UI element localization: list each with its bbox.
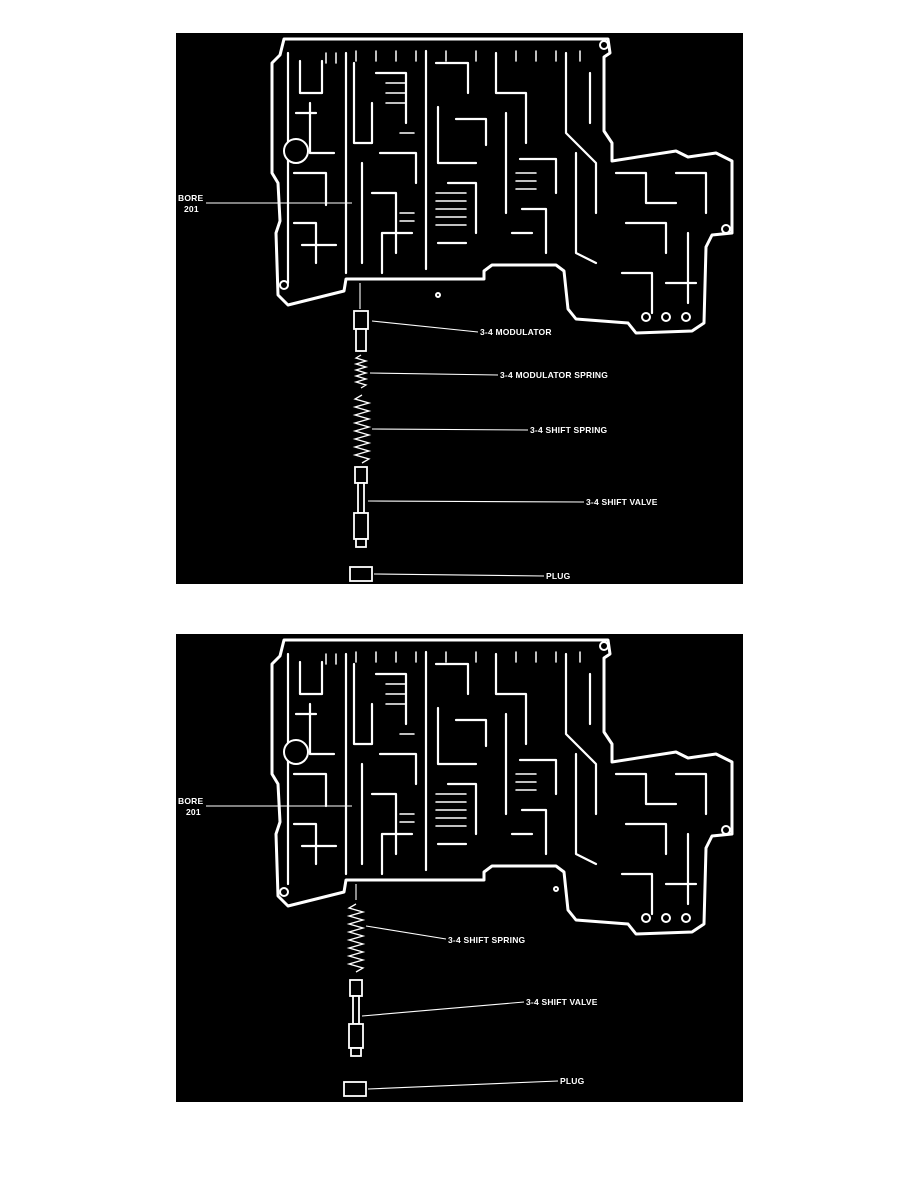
shift-valve-part [349, 979, 363, 997]
fluid-channels [286, 49, 708, 315]
shift-valve-part [350, 1047, 362, 1057]
bolt-hole [279, 887, 289, 897]
bolt-hole [681, 312, 691, 322]
plug-callout: PLUG [546, 571, 571, 581]
shift-spring-part [346, 903, 366, 973]
bolt-hole [661, 312, 671, 322]
modulator-spring-callout: 3-4 MODULATOR SPRING [500, 370, 608, 380]
callout-line [367, 1080, 559, 1090]
bolt-hole [641, 312, 651, 322]
callout-line [365, 925, 447, 940]
callout-line [373, 573, 545, 577]
shift-valve-part [353, 512, 369, 540]
bolt-hole [721, 224, 731, 234]
bolt-hole [599, 641, 609, 651]
callout-line [371, 428, 529, 431]
callout-line [369, 372, 499, 376]
bore-label-line2: 201 [186, 807, 201, 817]
bolt-hole [553, 886, 559, 892]
shift-valve-part [357, 482, 365, 514]
shift-valve-part [355, 538, 367, 548]
bolt-hole [721, 825, 731, 835]
valve-body-outline [270, 37, 734, 335]
bore-hole [283, 739, 309, 765]
callout-line [371, 320, 479, 333]
bore-hole [283, 138, 309, 164]
valve-body-outline [270, 638, 734, 936]
valve-body-diagram-2: BORE 201 3-4 SHIFT SPRING 3-4 SHIFT VALV… [176, 634, 743, 1102]
modulator-spring-part [353, 354, 369, 389]
shift-spring-part [352, 394, 372, 464]
shift-valve-part [352, 995, 360, 1025]
bolt-hole [599, 40, 609, 50]
bolt-hole [435, 292, 441, 298]
bolt-hole [279, 280, 289, 290]
valve-body-diagram-1: BORE 201 3-4 MODULATOR 3-4 MODULATOR SPR… [176, 33, 743, 584]
shift-valve-callout: 3-4 SHIFT VALVE [526, 997, 598, 1007]
shift-valve-part [354, 466, 368, 484]
bolt-hole [661, 913, 671, 923]
callout-line [367, 500, 585, 503]
modulator-part [353, 310, 369, 330]
shift-spring-callout: 3-4 SHIFT SPRING [530, 425, 608, 435]
shift-valve-callout: 3-4 SHIFT VALVE [586, 497, 658, 507]
modulator-part [355, 328, 367, 352]
bolt-hole [641, 913, 651, 923]
bore-label-line1: BORE [178, 193, 203, 203]
fluid-channels [286, 650, 708, 916]
modulator-callout: 3-4 MODULATOR [480, 327, 552, 337]
callout-line [361, 1001, 525, 1017]
valve-body-drawing-1: BORE 201 3-4 MODULATOR 3-4 MODULATOR SPR… [178, 37, 734, 582]
shift-valve-part [348, 1023, 364, 1049]
bore-label-line2: 201 [184, 204, 199, 214]
plug-part [343, 1081, 367, 1097]
bore-label-line1: BORE [178, 796, 203, 806]
plug-part [349, 566, 373, 582]
shift-spring-callout: 3-4 SHIFT SPRING [448, 935, 526, 945]
valve-body-drawing-2: BORE 201 3-4 SHIFT SPRING 3-4 SHIFT VALV… [178, 638, 734, 1097]
plug-callout: PLUG [560, 1076, 585, 1086]
bolt-hole [681, 913, 691, 923]
